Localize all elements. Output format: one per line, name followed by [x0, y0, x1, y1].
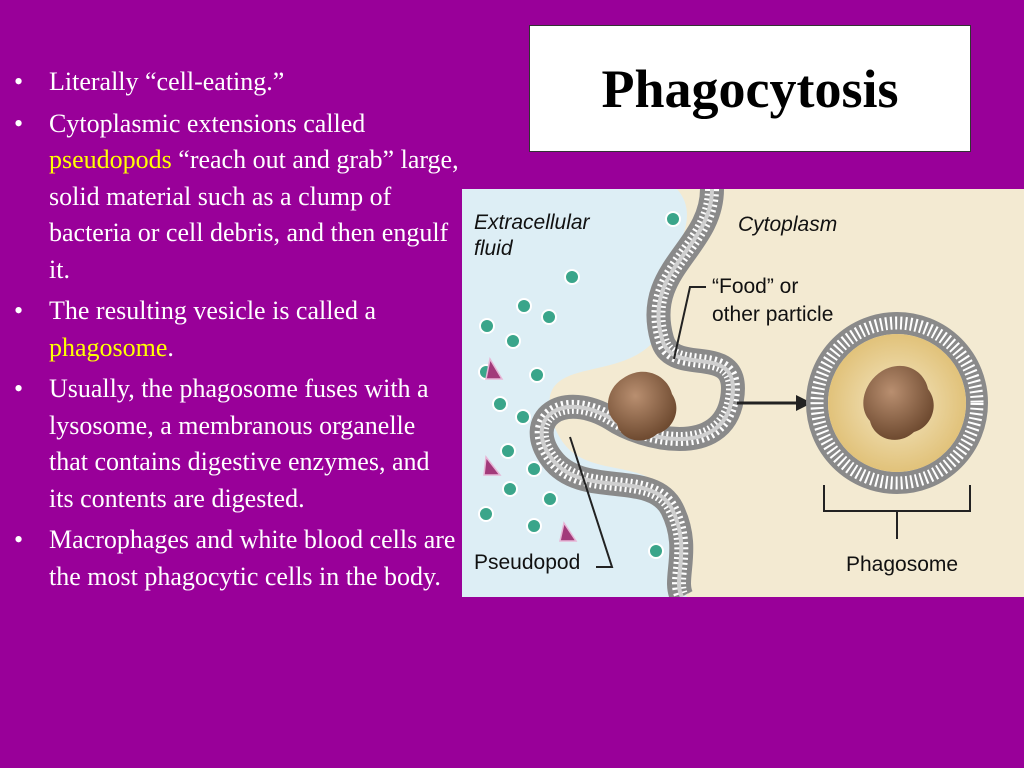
phagosome-vesicle — [806, 312, 988, 494]
pseudopod-leader-line — [569, 436, 614, 568]
transition-arrow — [737, 395, 812, 411]
label-extracellular-line1: Extracellular — [474, 211, 591, 234]
bullet-text: Literally “cell-eating.” — [49, 67, 285, 96]
phagosome-particle — [863, 365, 934, 440]
highlighted-term: phagosome — [49, 332, 168, 362]
highlighted-term: pseudopods — [49, 145, 172, 174]
bullet-text: Cytoplasmic extensions called — [49, 108, 366, 138]
bullet-marker: • — [14, 67, 24, 96]
label-phagosome: Phagosome — [846, 553, 958, 576]
bullet-text: “reach out and grab” large, solid materi… — [49, 145, 459, 284]
bullet-text: The resulting vesicle is called a — [49, 296, 377, 325]
figure-svg: Extracellular fluid Cytoplasm “Food” or … — [462, 189, 1024, 597]
bullet-item: • The resulting vesicle is called a phago… — [0, 293, 460, 366]
phagocytosis-figure: Extracellular fluid Cytoplasm “Food” or … — [462, 189, 1024, 597]
leader-lines — [569, 286, 971, 568]
extracellular-triangles — [483, 356, 578, 542]
bullet-item: • Macrophages and white blood cells are t… — [0, 522, 460, 595]
bullet-item: • Usually, the phagosome fuses with a lys… — [0, 371, 460, 517]
title-box: Phagocytosis — [529, 25, 971, 152]
bullet-item: • Literally “cell-eating.” — [0, 64, 460, 101]
food-leader-line — [673, 286, 706, 360]
label-food-line2: other particle — [712, 303, 833, 326]
label-food-line1: “Food” or — [712, 275, 798, 298]
food-particle — [607, 371, 677, 441]
bullet-item: • Cytoplasmic extensions called pseudopod… — [0, 106, 460, 289]
bullet-marker: • — [14, 108, 24, 138]
slide-title: Phagocytosis — [601, 58, 899, 119]
bullet-marker: • — [14, 374, 24, 403]
bullet-list: • Literally “cell-eating.” • Cytoplasmic ex… — [0, 64, 460, 600]
label-extracellular-line2: fluid — [474, 237, 514, 260]
bullet-text: Macrophages and white blood cells are th… — [49, 525, 456, 591]
label-cytoplasm: Cytoplasm — [738, 213, 837, 236]
bullet-text: . — [167, 332, 174, 362]
bullet-marker: • — [14, 296, 24, 325]
label-pseudopod: Pseudopod — [474, 551, 580, 574]
bullet-text: Usually, the phagosome fuses with a lyso… — [49, 374, 430, 513]
bullet-marker: • — [14, 525, 24, 554]
